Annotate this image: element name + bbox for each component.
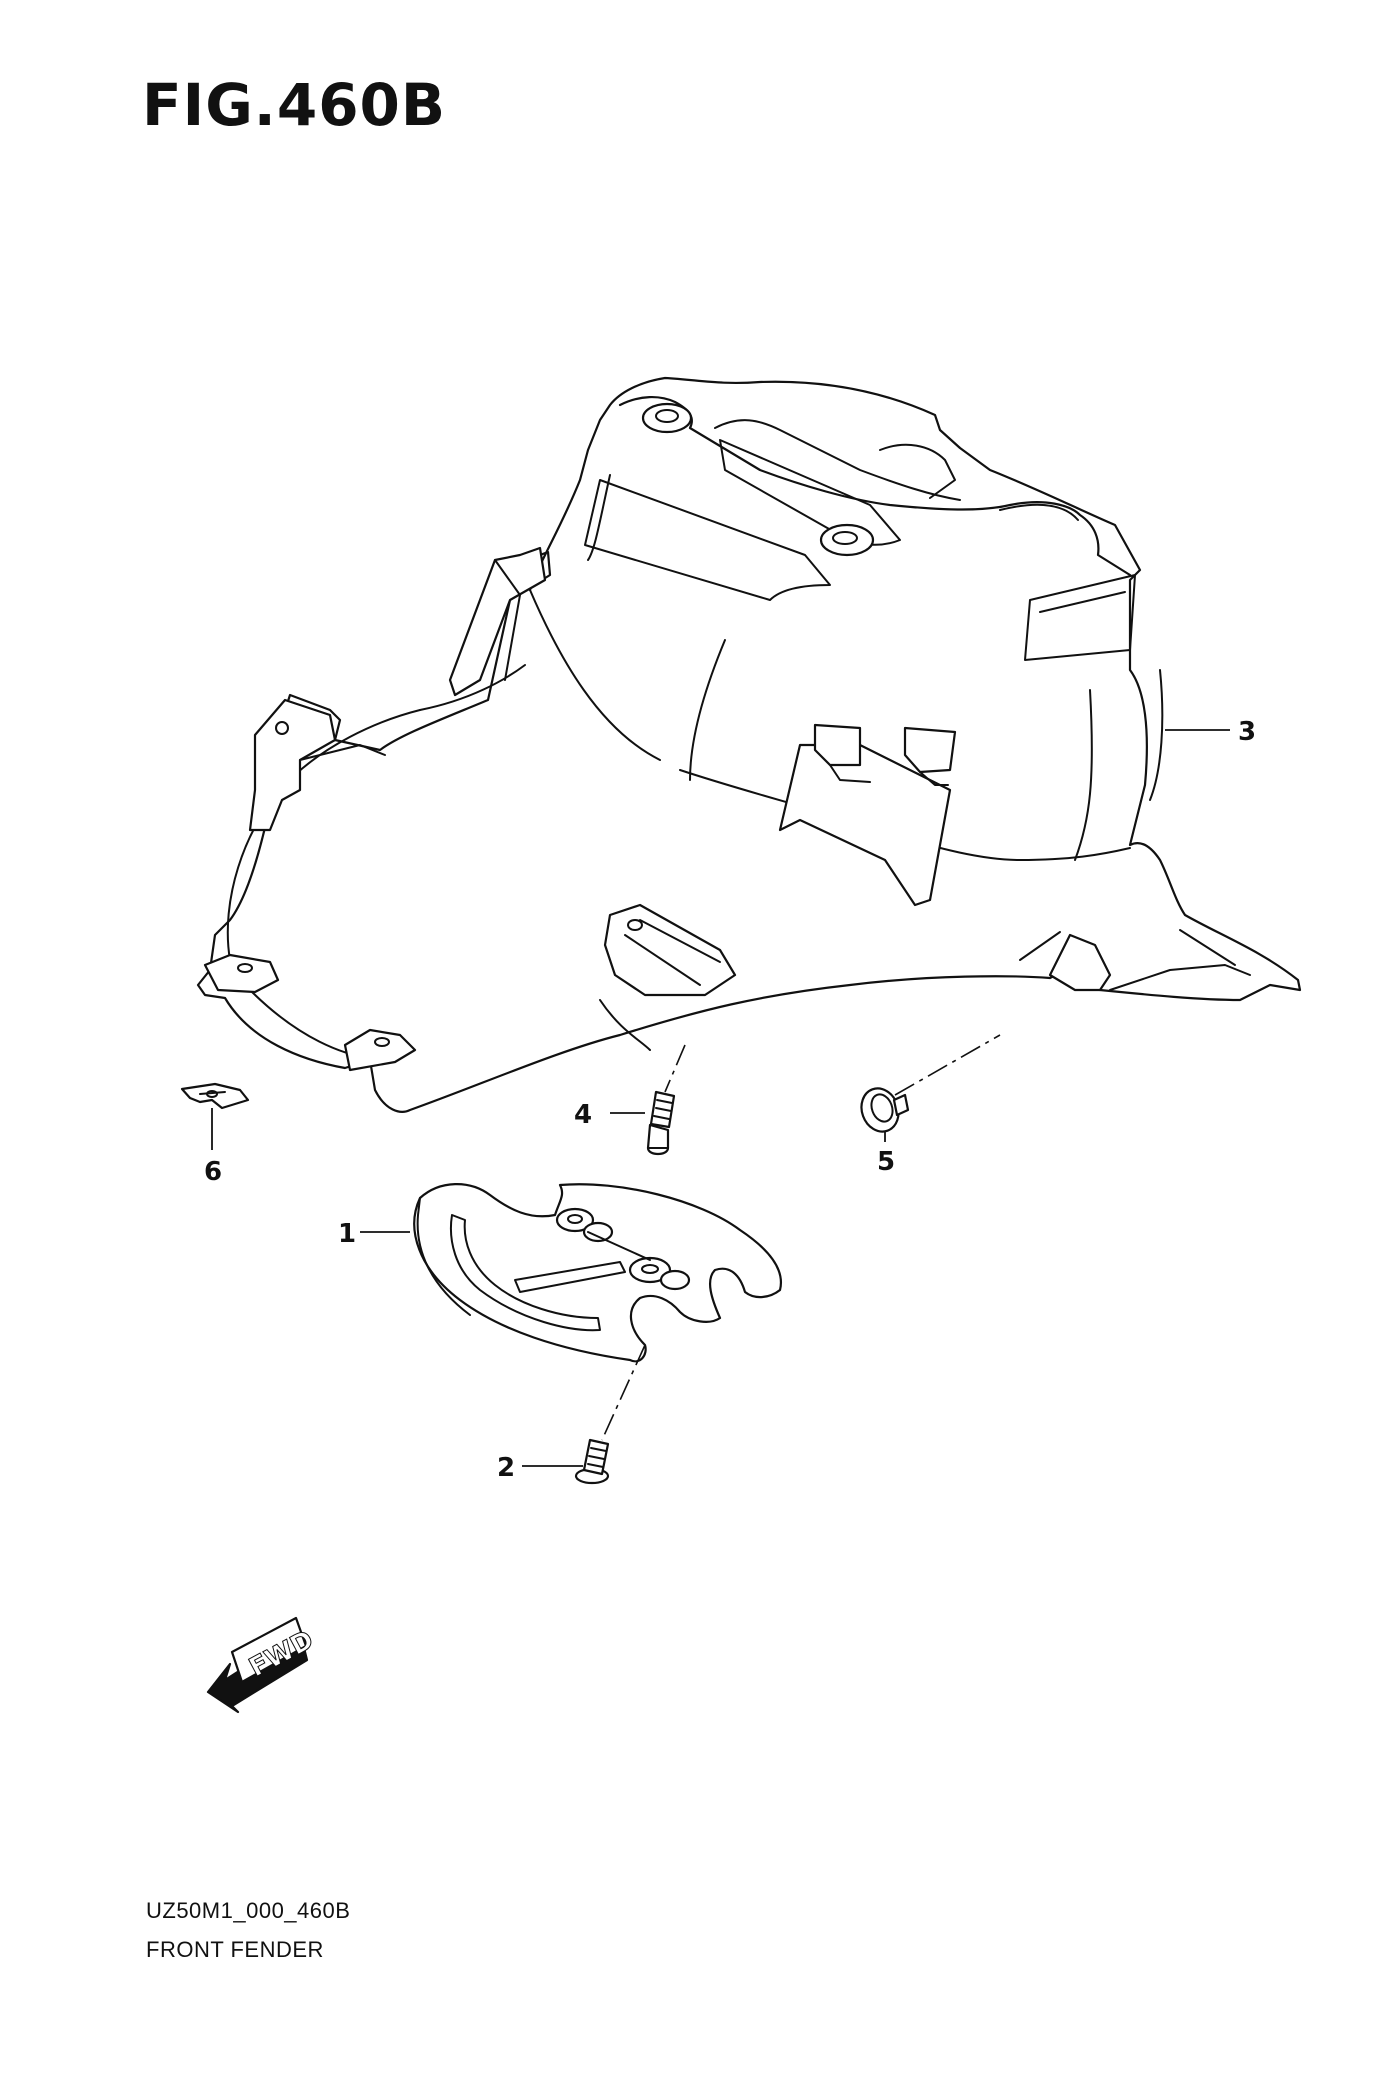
callout-1: 1 [338,1219,356,1249]
figure-name: FRONT FENDER [146,1937,324,1962]
part-4-bolt[interactable] [646,1090,676,1156]
callout-6: 6 [204,1157,222,1187]
fwd-direction-badge: FWD [206,1616,319,1714]
callout-5: 5 [877,1147,895,1177]
part-2-screw[interactable] [574,1438,610,1485]
figure-code: UZ50M1_000_460B [146,1898,351,1923]
callout-4: 4 [574,1100,592,1130]
figure-title: FIG.460B [142,71,447,139]
leader-lines [211,729,1230,1467]
part-5-clip[interactable] [856,1083,910,1137]
part-6-clip-nut[interactable] [180,1082,250,1110]
callout-3: 3 [1238,717,1256,747]
part-1-shield-plate[interactable] [413,1183,783,1363]
part-3-front-fender[interactable] [196,376,1302,1113]
callout-2: 2 [497,1453,515,1483]
